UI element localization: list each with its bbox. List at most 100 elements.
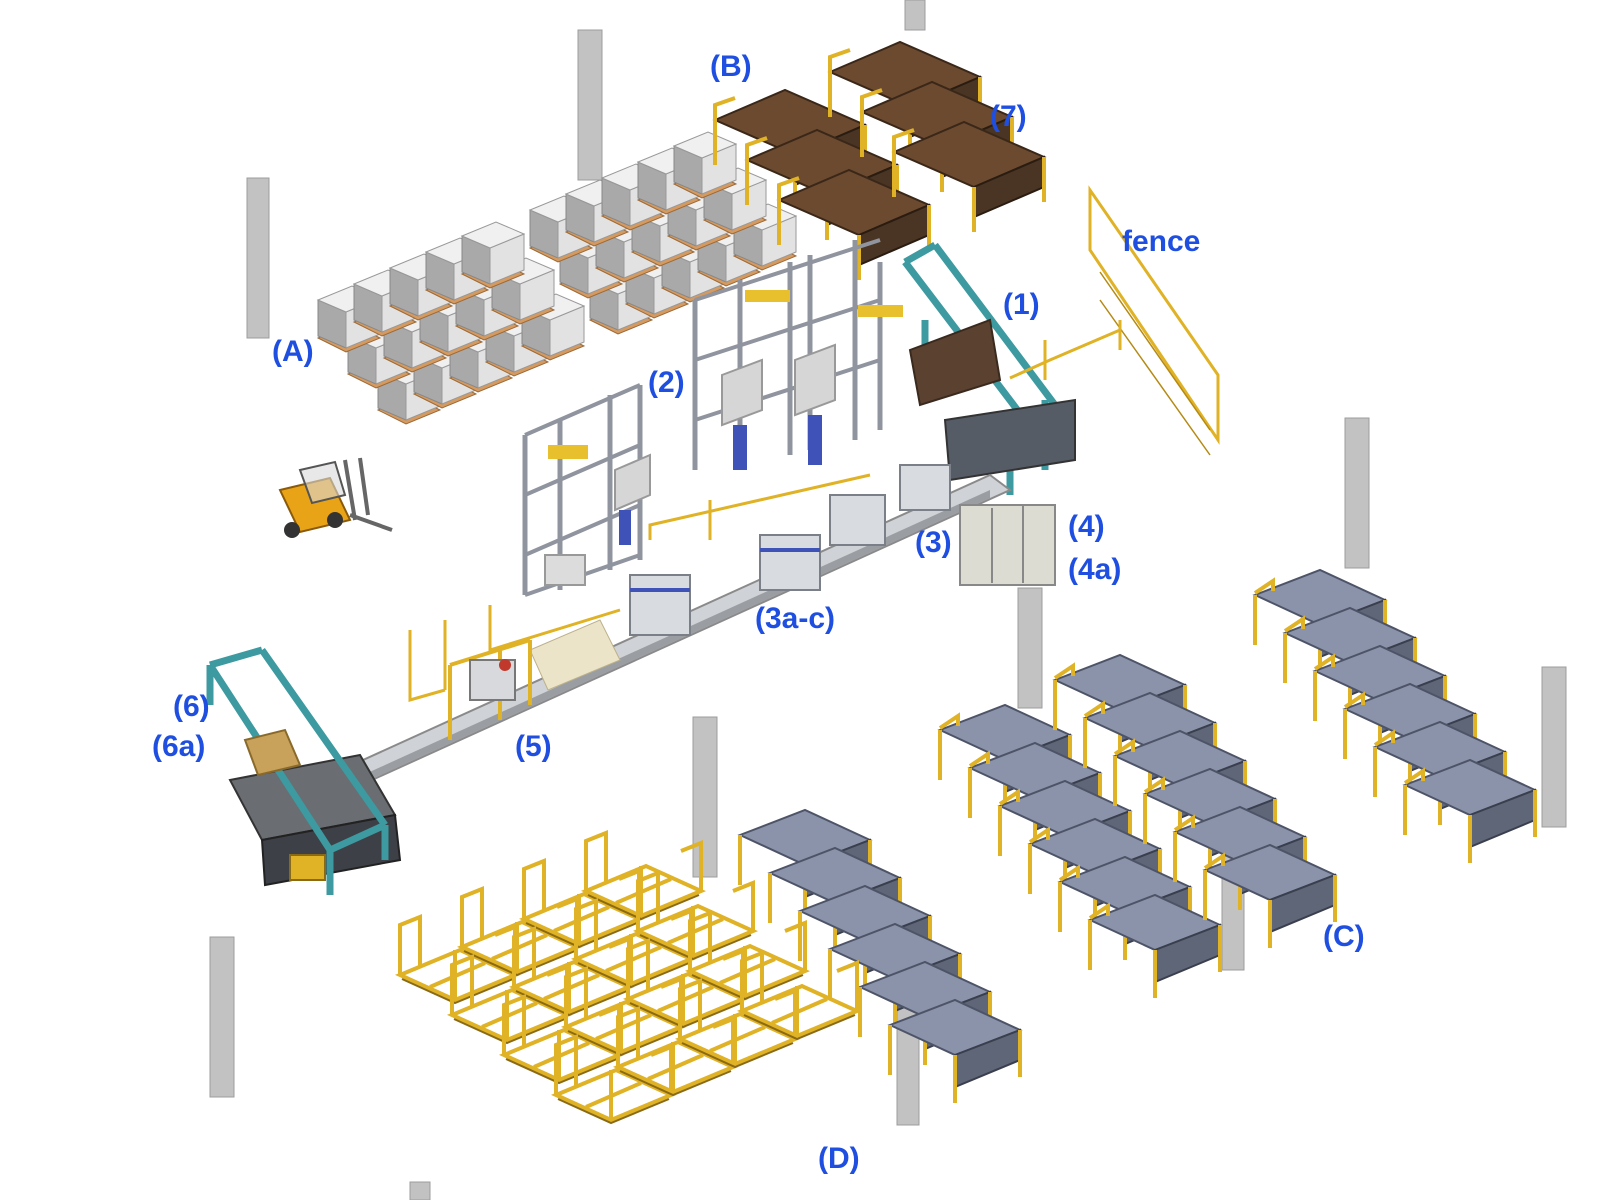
frame — [1403, 767, 1537, 863]
big-bag — [424, 237, 490, 305]
frame-posts — [564, 966, 683, 1052]
frame — [888, 1025, 1022, 1103]
safety-fence — [408, 185, 1220, 702]
frame-posts — [616, 1006, 735, 1092]
label-A: (A) — [272, 335, 314, 368]
column — [1017, 587, 1043, 709]
frame-shadow — [463, 950, 576, 977]
column — [246, 177, 270, 339]
frame-posts — [502, 994, 621, 1080]
frame — [892, 128, 1046, 232]
rack-storage-C — [737, 568, 1538, 1103]
discharge-tower-left — [522, 383, 651, 597]
frame-posts — [636, 870, 755, 956]
label-7: (7) — [990, 100, 1027, 133]
frame-posts — [626, 938, 745, 1024]
frame — [1088, 902, 1222, 998]
column — [1344, 417, 1370, 569]
label-4: (4) — [1068, 510, 1105, 543]
frame-shadow — [587, 894, 700, 921]
frame-posts — [512, 926, 631, 1012]
label-C: (C) — [1323, 920, 1365, 953]
filled-rack — [887, 998, 1023, 1103]
frame-shadow — [577, 962, 690, 989]
column — [577, 29, 603, 181]
big-bag — [460, 221, 526, 289]
frame-shadow — [525, 922, 638, 949]
frame-shadow — [557, 1098, 670, 1125]
column — [209, 936, 235, 1098]
label-3: (3) — [915, 526, 952, 559]
empty-frame — [632, 870, 759, 961]
frame-shadow — [681, 1042, 794, 1069]
frame-shadow — [629, 1002, 742, 1029]
label-4a: (4a) — [1068, 553, 1122, 586]
column — [692, 716, 718, 878]
big-bag-storage-A — [316, 131, 798, 425]
frame-posts — [688, 910, 807, 996]
filled-rack — [1202, 843, 1338, 948]
frame-posts — [574, 898, 693, 984]
label-3a-c: (3a-c) — [755, 602, 836, 635]
column — [409, 1181, 431, 1200]
empty-frame — [736, 950, 863, 1041]
frame-posts — [460, 886, 579, 972]
frame-shadow — [639, 934, 752, 961]
filling-station — [629, 574, 691, 636]
filling-station — [759, 534, 821, 591]
label-D: (D) — [818, 1142, 860, 1175]
big-bag — [520, 293, 586, 361]
frame-shadow — [453, 1018, 566, 1045]
filled-rack — [1402, 758, 1538, 863]
empty-frame — [550, 1034, 677, 1125]
empty-frame — [684, 910, 811, 1001]
discharge-tower-middle — [692, 238, 903, 470]
bag-discharge-stations — [522, 238, 903, 597]
label-6: (6) — [173, 690, 210, 723]
frame-shadow — [743, 1014, 856, 1041]
empty-frames-D — [394, 830, 863, 1125]
frame-shadow — [515, 990, 628, 1017]
empty-frame — [456, 886, 583, 977]
frame-posts — [678, 978, 797, 1064]
frame-shadow — [691, 974, 804, 1001]
filling-station — [899, 464, 951, 511]
checkweigh-station-5 — [448, 638, 532, 740]
big-bag — [672, 131, 738, 199]
bin-in-frame — [891, 120, 1047, 232]
frame-shadow — [619, 1070, 732, 1097]
bin-in-frame — [776, 168, 932, 280]
frame-posts — [450, 954, 569, 1040]
electrical-cabinets — [959, 504, 1056, 586]
filling-station — [829, 494, 886, 546]
bag-top — [460, 221, 526, 249]
empty-frame — [580, 830, 707, 921]
label-fence: fence — [1122, 225, 1201, 258]
palletizer-gantry-6 — [206, 646, 402, 895]
frame — [1203, 852, 1337, 948]
frame-posts — [398, 914, 517, 1000]
filled-rack — [1087, 893, 1223, 998]
bag-top — [672, 131, 738, 159]
building-columns — [209, 0, 1567, 1200]
label-6a: (6a) — [152, 730, 206, 763]
frame-shadow — [401, 978, 514, 1005]
label-5: (5) — [515, 730, 552, 763]
empty-frame — [518, 858, 645, 949]
frame — [777, 176, 931, 280]
frame-posts — [522, 858, 641, 944]
frame-posts — [554, 1034, 673, 1120]
label-1: (1) — [1003, 288, 1040, 321]
forklift — [278, 457, 393, 538]
frame-posts — [584, 830, 703, 916]
bin-storage-B — [712, 40, 1047, 280]
empty-frame — [394, 914, 521, 1005]
frame-posts — [740, 950, 859, 1036]
gantry-robot-1 — [902, 241, 1076, 495]
frame-shadow — [505, 1058, 618, 1085]
column — [1541, 666, 1567, 828]
label-2: (2) — [648, 366, 685, 399]
label-B: (B) — [710, 50, 752, 83]
frame-shadow — [567, 1030, 680, 1057]
